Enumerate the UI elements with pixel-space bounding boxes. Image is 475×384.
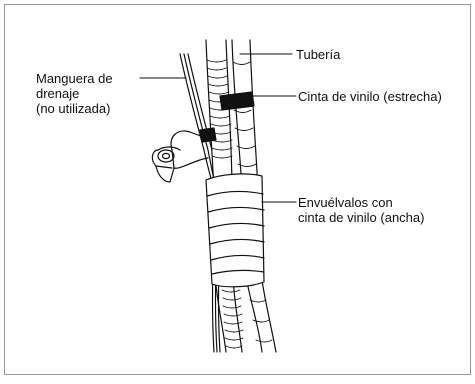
label-narrow-tape: Cinta de vinilo (estrecha) [298, 89, 442, 104]
label-drain-hose-1: Manguera de [36, 71, 113, 86]
label-drain-hose-2: drenaje [36, 86, 79, 101]
label-wide-tape-2: cinta de vinilo (ancha) [298, 210, 424, 225]
narrow-tape [199, 91, 255, 143]
label-drain-hose-3: (no utilizada) [36, 101, 110, 116]
label-pipe: Tubería [296, 47, 341, 62]
pipe-tape-upper [232, 61, 257, 167]
pipe-ribbing-lower [221, 289, 273, 349]
diagram-frame [4, 4, 471, 375]
drain-hose-curl [151, 130, 209, 183]
label-wide-tape-1: Envuélvalos con [298, 195, 393, 210]
wide-tape-wrap [205, 173, 265, 288]
